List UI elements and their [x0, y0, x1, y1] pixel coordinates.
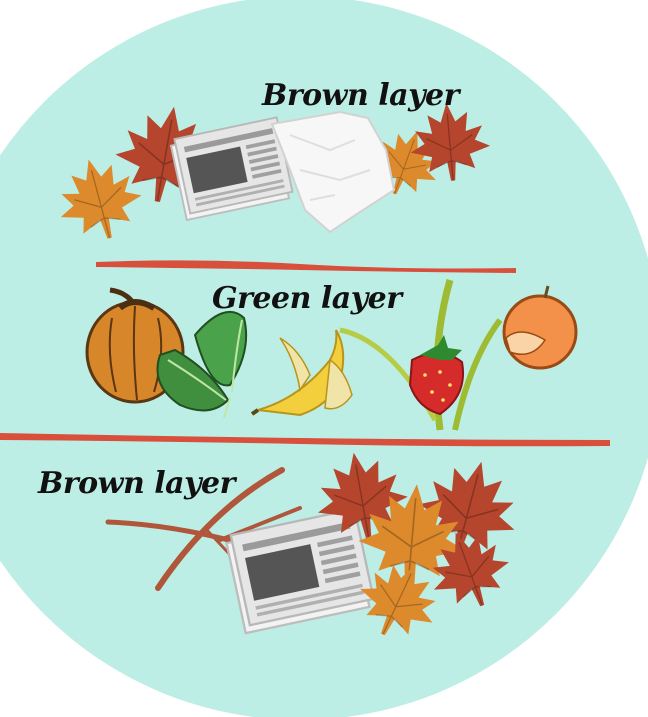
- bottom-brown-layer-label: Brown layer: [38, 466, 235, 501]
- green-layer-label: Green layer: [212, 281, 402, 316]
- top-brown-layer-label: Brown layer: [262, 78, 459, 113]
